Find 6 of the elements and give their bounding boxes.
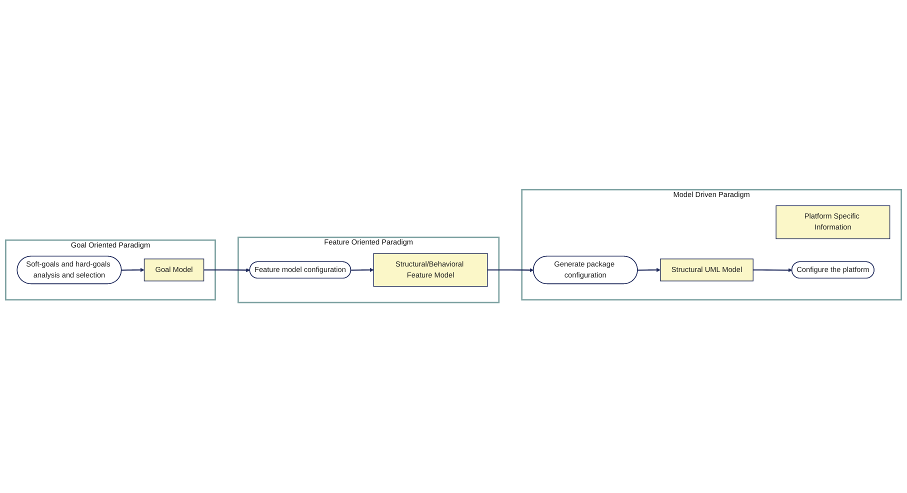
arrow [122,268,144,272]
arrow [350,268,374,272]
arrow [204,268,250,273]
arrow [638,268,661,272]
arrow [753,268,792,273]
arrow [487,268,534,273]
